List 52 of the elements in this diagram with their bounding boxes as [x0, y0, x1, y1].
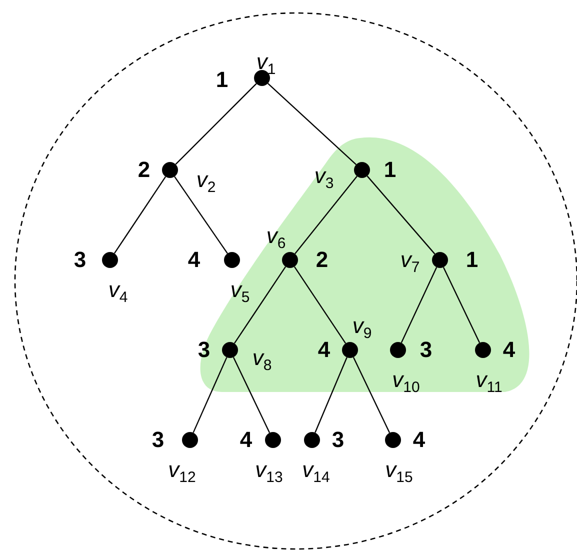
vertex-weight: 4 [188, 249, 200, 271]
vertex-weight: 1 [466, 249, 478, 271]
vertex-weight: 3 [152, 429, 164, 451]
vertex-label: v$_{15}$ [385, 459, 413, 485]
tree-edge [400, 267, 438, 343]
vertex-weight: 4 [318, 339, 330, 361]
vertex-label: v$_{8}$ [252, 347, 272, 373]
vertex-weight: 1 [216, 69, 228, 91]
vertex-weight: 4 [502, 339, 516, 361]
tree-edge [192, 357, 228, 433]
tree-edge [442, 266, 480, 344]
vertex-weight: 3 [74, 249, 86, 271]
tree-edge [314, 357, 348, 433]
tree-edge [366, 176, 436, 254]
vertex-dot [182, 432, 198, 448]
vertex-label: v$_{5}$ [230, 279, 250, 305]
vertex-label: v$_{11}$ [476, 369, 502, 395]
vertex-dot [304, 432, 320, 448]
vertex-weight: 3 [198, 339, 210, 361]
vertex-label: v$_{12}$ [168, 459, 196, 485]
tree-edge [234, 266, 286, 344]
vertex-label: v$_{4}$ [108, 279, 128, 305]
vertex-weight: 3 [420, 339, 432, 361]
vertex-label: v$_{1}$ [256, 51, 276, 77]
tree-edge [232, 356, 270, 434]
vertex-weight: 2 [316, 249, 328, 271]
vertex-weight: 4 [240, 429, 252, 451]
tree-edge [267, 82, 357, 166]
vertex-weight: 2 [138, 159, 150, 181]
tree-edge [294, 266, 346, 344]
vertex-weight: 4 [412, 429, 426, 451]
vertex-weight: 1 [384, 159, 396, 181]
vertex-label: v$_{3}$ [314, 165, 334, 191]
vertex-dot [224, 252, 240, 268]
vertex-weight: 3 [332, 429, 344, 451]
vertex-dot [162, 162, 178, 178]
vertex-label: v$_{10}$ [392, 369, 420, 395]
vertex-label: v$_{14}$ [302, 459, 330, 485]
vertex-dot [254, 70, 270, 86]
vertex-dot [385, 432, 401, 448]
vertex-dot [102, 252, 118, 268]
vertex-label: v$_{2}$ [196, 169, 216, 195]
tree-edge [114, 176, 166, 254]
tree-edge [352, 356, 390, 434]
tree-edge [175, 83, 257, 165]
vertex-label: v$_{7}$ [400, 249, 420, 275]
tree-edge [174, 176, 228, 254]
vertex-dot [265, 432, 281, 448]
tree-edge [294, 176, 358, 254]
vertex-label: v$_{13}$ [255, 459, 283, 485]
vertex-label: v$_{6}$ [266, 225, 286, 251]
vertex-label: v$_{9}$ [352, 315, 372, 341]
